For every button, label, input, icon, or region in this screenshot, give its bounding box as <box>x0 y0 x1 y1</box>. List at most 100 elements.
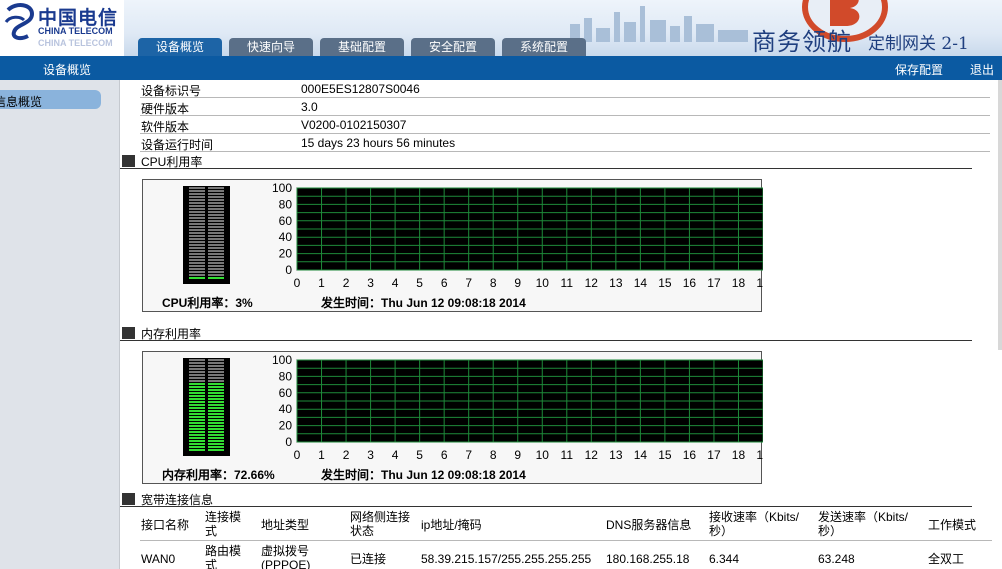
table-header: 地址类型 <box>261 518 310 532</box>
meter-segment <box>189 187 205 189</box>
y-tick-label: 60 <box>279 386 293 400</box>
info-label: 软件版本 <box>141 120 190 134</box>
meter-segment <box>208 422 224 424</box>
meter-segment <box>208 443 224 445</box>
x-tick-label: 8 <box>490 276 497 290</box>
app-header: 中国电信 CHINA TELECOM CHINA TELECOM 商务领航 定制… <box>0 0 1002 56</box>
meter-segment <box>208 383 224 385</box>
meter-segment <box>189 214 205 216</box>
cpu-usage-label: CPU利用率：3% <box>162 296 253 310</box>
meter-segment <box>189 416 205 418</box>
exit-link[interactable]: 退出 <box>970 63 995 77</box>
tab-device-overview[interactable]: 设备概览 <box>138 38 222 56</box>
meter-segment <box>189 380 205 382</box>
y-tick-label: 80 <box>279 197 293 211</box>
y-tick-label: 100 <box>272 181 292 195</box>
meter-segment <box>189 202 205 204</box>
meter-segment <box>208 374 224 376</box>
vertical-scrollbar[interactable] <box>998 80 1002 350</box>
meter-segment <box>208 440 224 442</box>
meter-segment <box>208 428 224 430</box>
tab-system-config[interactable]: 系统配置 <box>502 38 586 56</box>
tab-basic-config[interactable]: 基础配置 <box>320 38 404 56</box>
tab-quick-wizard[interactable]: 快速向导 <box>229 38 313 56</box>
meter-segment <box>208 413 224 415</box>
x-tick-label: 0 <box>294 276 301 290</box>
y-tick-label: 0 <box>285 263 292 277</box>
meter-segment <box>189 211 205 213</box>
nav-page-title: 设备概览 <box>43 63 92 77</box>
sidebar-item-label: 信息概览 <box>0 95 43 109</box>
meter-segment <box>189 446 205 448</box>
table-divider <box>140 540 992 541</box>
y-tick-label: 100 <box>272 353 292 367</box>
info-value: 15 days 23 hours 56 minutes <box>301 136 456 150</box>
meter-segment <box>189 362 205 364</box>
meter-segment <box>208 235 224 237</box>
meter-segment <box>189 395 205 397</box>
meter-segment <box>189 199 205 201</box>
meter-segment <box>189 428 205 430</box>
meter-segment <box>208 244 224 246</box>
meter-segment <box>208 229 224 231</box>
meter-segment <box>189 383 205 385</box>
meter-segment <box>208 446 224 448</box>
meter-segment <box>189 268 205 270</box>
info-label: 硬件版本 <box>141 102 190 116</box>
y-tick-label: 0 <box>285 435 292 449</box>
meter-segment <box>208 190 224 192</box>
meter-segment <box>208 271 224 273</box>
meter-segment <box>208 362 224 364</box>
sidebar-item-info-overview[interactable]: 信息概览 <box>0 90 101 109</box>
x-tick-label: 11 <box>561 276 574 290</box>
meter-segment <box>208 199 224 201</box>
meter-segment <box>189 250 205 252</box>
tab-security-config[interactable]: 安全配置 <box>411 38 495 56</box>
meter-segment <box>189 392 205 394</box>
meter-segment <box>189 359 205 361</box>
x-tick-label: 7 <box>465 276 472 290</box>
x-tick-label: 6 <box>441 448 448 462</box>
meter-segment <box>189 449 205 451</box>
x-tick-label: 9 <box>514 276 521 290</box>
x-tick-label: 1 <box>318 276 325 290</box>
meter-segment <box>208 392 224 394</box>
meter-segment <box>208 401 224 403</box>
y-tick-label: 40 <box>279 230 293 244</box>
meter-segment <box>208 223 224 225</box>
info-value: V0200-0102150307 <box>301 118 407 132</box>
telecom-logo-icon <box>4 3 35 41</box>
meter-segment <box>208 265 224 267</box>
x-tick-label: 19 <box>756 276 763 290</box>
meter-segment <box>208 256 224 258</box>
meter-segment <box>208 410 224 412</box>
main-content: 设备标识号 000E5ES12807S0046 硬件版本 3.0 软件版本 V0… <box>120 80 1002 569</box>
meter-segment <box>208 238 224 240</box>
table-cell: 已连接 <box>350 552 387 566</box>
meter-segment <box>189 419 205 421</box>
memory-history-chart: 0123456789101112131415161718190204060801… <box>272 353 763 462</box>
meter-segment <box>208 416 224 418</box>
info-row-device-id: 设备标识号 000E5ES12807S0046 <box>140 80 990 98</box>
x-tick-label: 8 <box>490 448 497 462</box>
save-config-link[interactable]: 保存配置 <box>895 63 944 77</box>
table-header: 发送速率（Kbits/秒） <box>818 510 909 538</box>
table-cell: 63.248 <box>818 552 855 566</box>
table-cell: WAN0 <box>141 552 176 566</box>
meter-segment <box>189 371 205 373</box>
y-tick-label: 80 <box>279 369 293 383</box>
meter-segment <box>189 238 205 240</box>
section-title: 内存利用率 <box>141 327 202 341</box>
x-tick-label: 2 <box>343 276 350 290</box>
meter-segment <box>208 380 224 382</box>
meter-segment <box>208 359 224 361</box>
brand-subtitle: 定制网关 2-1 <box>868 34 969 54</box>
x-tick-label: 10 <box>536 276 550 290</box>
meter-segment <box>208 437 224 439</box>
cpu-history-chart: 0123456789101112131415161718190204060801… <box>272 181 763 290</box>
x-tick-label: 15 <box>658 448 672 462</box>
memory-time-label: 发生时间：Thu Jun 12 09:08:18 2014 <box>321 468 526 482</box>
x-tick-label: 12 <box>585 276 599 290</box>
table-cell: 180.168.255.18 <box>606 552 690 566</box>
meter-segment <box>189 271 205 273</box>
